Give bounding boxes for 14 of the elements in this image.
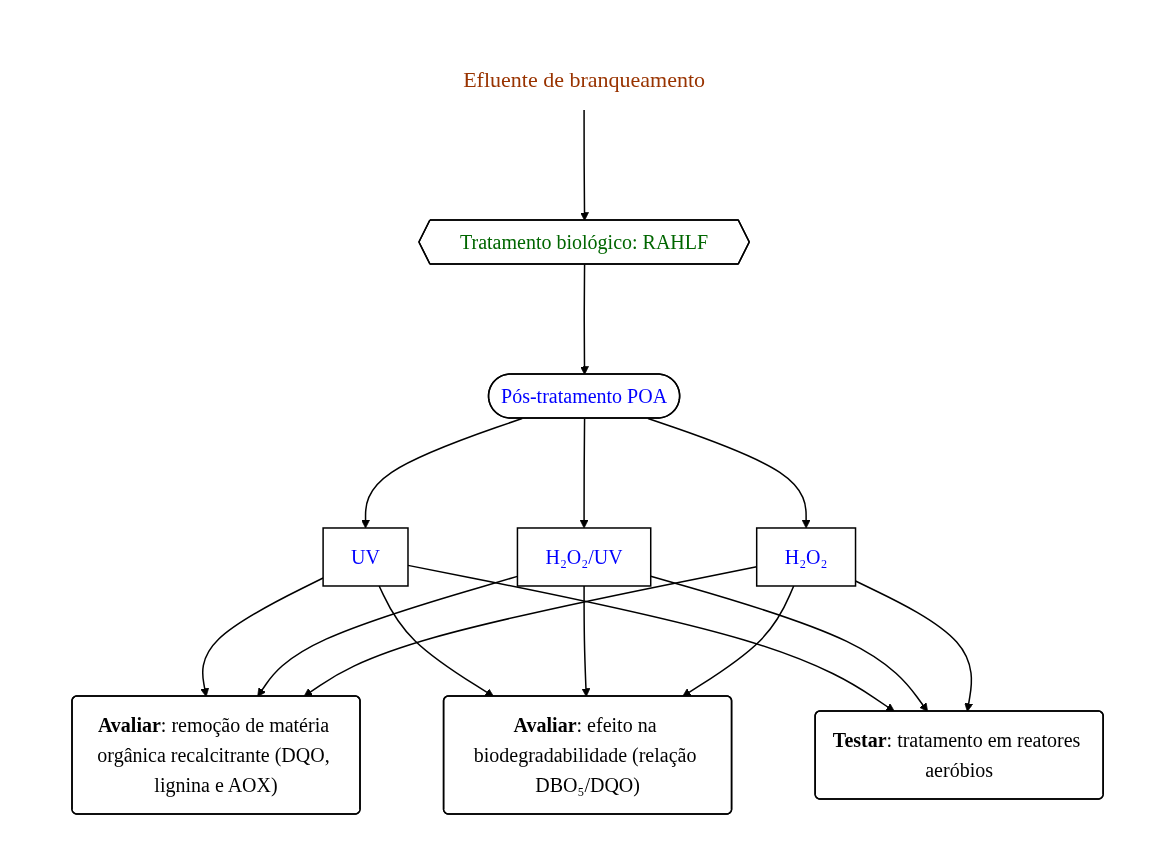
node-box: H₂O₂/UV (516, 526, 652, 587)
node-text: Efluente de branqueamento (463, 66, 705, 92)
arrow (407, 564, 895, 712)
arrow (580, 108, 589, 221)
node-box: UV (322, 526, 409, 587)
arrow (682, 584, 795, 697)
arrow (378, 584, 494, 697)
arrow (579, 417, 589, 528)
arrow (361, 417, 523, 528)
arrow (647, 417, 811, 528)
arrow (200, 576, 324, 697)
node-box: H₂O₂ (755, 526, 857, 587)
arrow (580, 263, 589, 375)
arrow (581, 584, 591, 697)
